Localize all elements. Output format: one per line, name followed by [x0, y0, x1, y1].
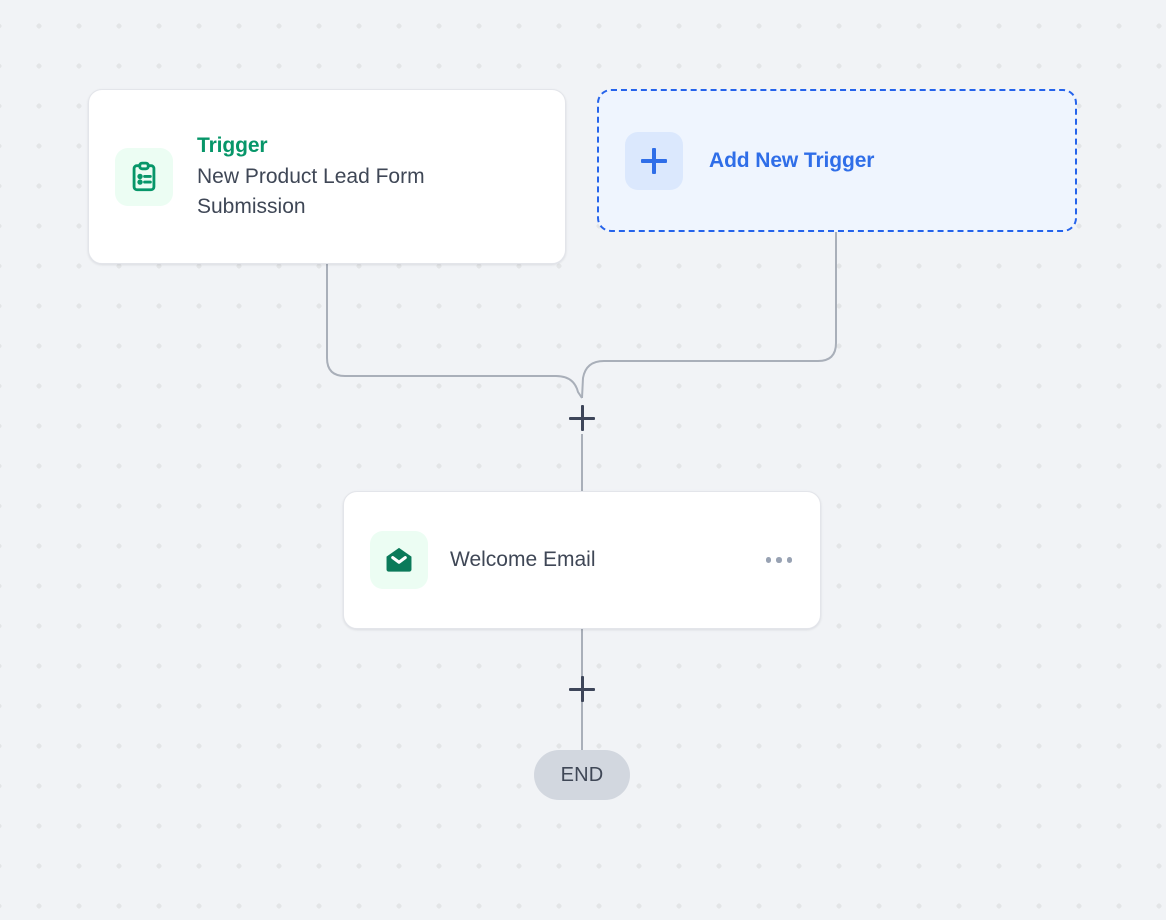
- edge-trigger-to-junction: [326, 264, 583, 399]
- edge-add-trigger-to-junction: [581, 232, 837, 399]
- trigger-node[interactable]: Trigger New Product Lead Form Submission: [88, 89, 566, 264]
- end-node-label: END: [560, 763, 604, 786]
- end-node: END: [534, 750, 630, 800]
- add-new-trigger-label: Add New Trigger: [709, 148, 875, 172]
- action-node-welcome-email[interactable]: Welcome Email: [343, 491, 821, 629]
- add-step-after-email-button[interactable]: [568, 675, 596, 703]
- add-new-trigger-button[interactable]: Add New Trigger: [597, 89, 1077, 232]
- trigger-title: New Product Lead Form Submission: [197, 164, 425, 218]
- open-envelope-icon: [370, 531, 428, 589]
- add-step-between-trigger-and-email-button[interactable]: [568, 404, 596, 432]
- plus-icon[interactable]: [625, 131, 683, 190]
- more-options-icon[interactable]: [764, 551, 795, 569]
- trigger-text-block: Trigger New Product Lead Form Submission: [197, 132, 487, 222]
- clipboard-list-icon: [115, 147, 173, 206]
- trigger-kicker-label: Trigger: [197, 133, 268, 157]
- action-node-title: Welcome Email: [450, 548, 596, 571]
